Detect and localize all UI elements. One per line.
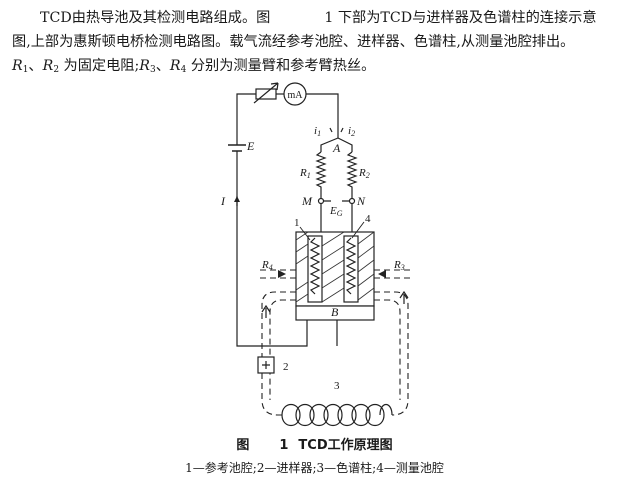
galvanometer-label: EG bbox=[329, 205, 343, 218]
filament-r4 bbox=[309, 237, 321, 295]
gas-inlet-left bbox=[260, 269, 296, 279]
gas-path-left bbox=[261, 291, 296, 416]
column-coil bbox=[281, 403, 393, 427]
flow-arrow-up-right bbox=[399, 290, 409, 304]
tcd-schematic: mA E I i1 i2 A R1 R2 M N EG 1 4 R4 R3 B … bbox=[220, 82, 412, 427]
top-left-wire bbox=[236, 93, 256, 118]
node-b-label: B bbox=[331, 305, 339, 319]
battery-label: E bbox=[246, 139, 255, 153]
resistor-r2 bbox=[346, 151, 358, 198]
intro-line-3: R1、R2 为固定电阻;R3、R4 分别为测量臂和参考臂热丝。 bbox=[12, 58, 376, 75]
current-label: I bbox=[220, 194, 226, 208]
top-right-wire bbox=[306, 93, 339, 138]
arrow-out-right bbox=[378, 270, 386, 278]
filament-r3 bbox=[345, 237, 357, 295]
node-n-label: N bbox=[356, 194, 366, 208]
figure-caption-legend: 1—参考池腔;2—进样器;3—色谱柱;4—测量池腔 bbox=[185, 461, 444, 475]
label-2: 2 bbox=[283, 361, 289, 373]
node-m-label: M bbox=[301, 194, 313, 208]
i1-label: i1 bbox=[314, 125, 321, 138]
cell-base-b bbox=[295, 305, 375, 321]
battery bbox=[228, 144, 246, 152]
r3-label: R3 bbox=[393, 259, 405, 272]
rheostat-arrow bbox=[253, 82, 279, 104]
intro-line-2: 图,上部为惠斯顿电桥检测电路图。载气流经参考池腔、进样器、色谱柱,从测量池腔排出… bbox=[12, 34, 575, 50]
node-a-label: A bbox=[332, 141, 341, 155]
left-loop-wire bbox=[236, 151, 308, 347]
gas-outlet-right bbox=[374, 269, 412, 279]
meter-label: mA bbox=[288, 90, 304, 101]
arrow-in-left bbox=[278, 270, 286, 278]
label-4: 4 bbox=[365, 213, 371, 225]
label-1: 1 bbox=[294, 217, 300, 229]
i2-label: i2 bbox=[348, 125, 355, 138]
variable-resistor bbox=[255, 88, 277, 100]
r4-label: R4 bbox=[261, 259, 273, 272]
r1-label: R1 bbox=[299, 167, 311, 180]
gas-path-right bbox=[374, 291, 409, 416]
current-arrowhead bbox=[234, 196, 240, 202]
label-3: 3 bbox=[334, 380, 340, 392]
r2-label: R2 bbox=[358, 167, 370, 180]
resistor-r1 bbox=[315, 151, 327, 198]
flow-arrow-up-left bbox=[261, 304, 271, 318]
